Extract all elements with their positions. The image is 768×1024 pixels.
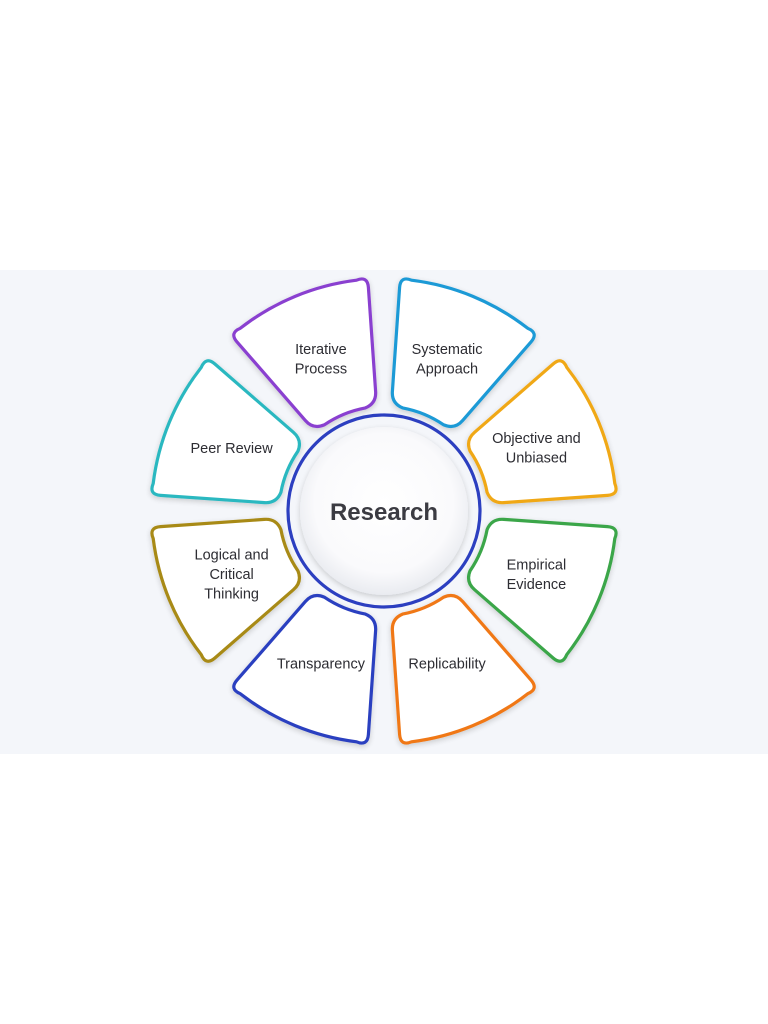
petal-shape	[466, 517, 618, 663]
center-disc	[300, 427, 468, 595]
petal-label: Approach	[416, 361, 478, 377]
petal-label: Systematic	[412, 342, 483, 358]
petal-label: Objective and	[492, 431, 581, 447]
petal-label: Process	[295, 361, 347, 377]
petal-shape	[232, 593, 378, 745]
petal-shape	[390, 593, 536, 745]
petal-label: Replicability	[408, 656, 486, 672]
petal-label: Evidence	[507, 577, 567, 593]
center-hub: Research	[286, 413, 482, 609]
center-label: Research	[330, 499, 438, 526]
petal-label: Empirical	[507, 557, 567, 573]
petal-7: Peer Review	[150, 359, 302, 505]
petal-label: Logical and	[195, 548, 269, 564]
petal-5: Transparency	[232, 593, 378, 745]
petal-shape	[390, 277, 536, 429]
petal-shape	[466, 359, 618, 505]
petal-shape	[150, 517, 302, 663]
petal-label: Transparency	[277, 656, 366, 672]
petal-label: Peer Review	[190, 441, 273, 457]
center-ring	[286, 413, 482, 609]
petal-label: Critical	[209, 567, 253, 583]
petal-label: Unbiased	[506, 451, 567, 467]
petal-shape	[232, 277, 378, 429]
petal-label: Iterative	[295, 342, 347, 358]
petal-label: Thinking	[204, 587, 259, 603]
petal-4: Replicability	[390, 593, 536, 745]
petal-shape	[150, 359, 302, 505]
